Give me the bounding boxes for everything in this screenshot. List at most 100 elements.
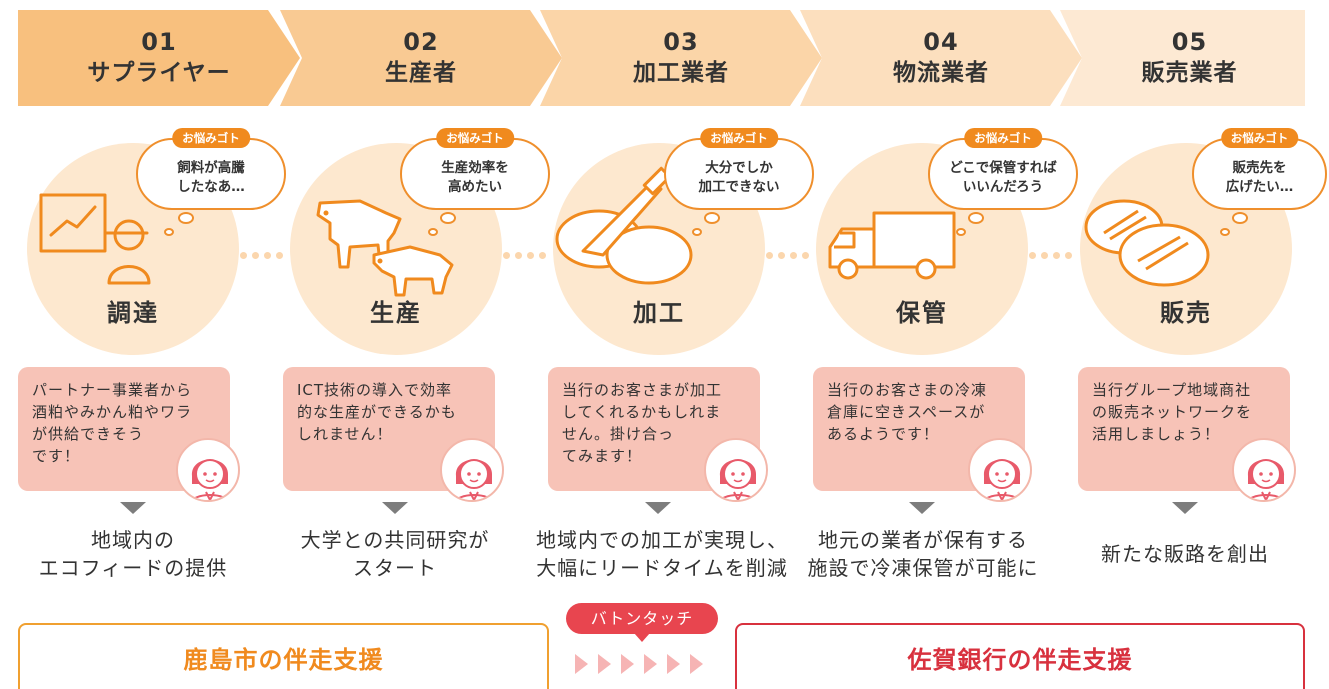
saga-bank-support-title: 佐賀銀行の伴走支援 (907, 646, 1133, 674)
step-number: 02 (403, 28, 439, 56)
outcome-text: 大学との共同研究が スタート (270, 526, 520, 582)
advice-line: 当行のお客さまの冷凍 (827, 381, 988, 399)
banker-avatar-icon (704, 438, 768, 502)
worry-tag: お悩みゴト (964, 128, 1042, 148)
worry-text-line: 大分でしか (705, 160, 773, 176)
thought-dot (178, 212, 194, 224)
chevron-shape (18, 10, 300, 106)
step-number: 04 (923, 28, 959, 56)
down-arrow-icon (1172, 502, 1198, 514)
chevron-shape (540, 10, 822, 106)
worry-text-line: 販売先を (1232, 160, 1287, 176)
down-arrow-icon (645, 502, 671, 514)
stage-label: 保管 (896, 299, 948, 327)
worry-bubble: お悩みゴト 販売先を広げたい… (1192, 128, 1327, 210)
step-chevron-4: 04 物流業者 (800, 10, 1082, 106)
chevron-right-icon (598, 654, 611, 674)
advice-line: あるようです！ (827, 425, 940, 443)
stage-label: 加工 (633, 299, 685, 327)
connector-dots (766, 244, 826, 259)
step-name: 加工業者 (633, 60, 729, 86)
worry-text-line: 高めたい (448, 179, 502, 195)
woman-face-icon (455, 459, 493, 500)
kashima-support-title: 鹿島市の伴走支援 (183, 646, 384, 674)
outcome-line: 大幅にリードタイムを削減 (536, 556, 788, 580)
advice-line: 当行のお客さまが加工 (562, 381, 723, 399)
thought-dot (704, 212, 720, 224)
worry-tag: お悩みゴト (172, 128, 250, 148)
advice-line: の販売ネットワークを (1092, 403, 1253, 421)
connector-dots (1029, 244, 1089, 259)
thought-dot (956, 228, 966, 236)
chevron-right-icon (621, 654, 634, 674)
advice-line: 当行グループ地域商社 (1092, 381, 1252, 399)
outcome-line: エコフィードの提供 (38, 556, 228, 580)
chevron-right-icon (575, 654, 588, 674)
connector-dots (240, 244, 300, 259)
outcome-text: 新たな販路を創出 (1060, 540, 1310, 568)
advice-line: です！ (32, 447, 81, 465)
advice-line: 活用しましょう！ (1092, 425, 1221, 443)
advice-line: パートナー事業者から (32, 381, 193, 399)
woman-face-icon (719, 459, 757, 500)
banker-avatar-icon (176, 438, 240, 502)
stage-label: 調達 (107, 299, 159, 327)
worry-tag: お悩みゴト (436, 128, 514, 148)
advice-line: 酒粕やみかん粕やワラ (32, 403, 193, 421)
down-arrow-icon (909, 502, 935, 514)
stage-circle-storage: 保管 (816, 143, 1028, 355)
banker-avatar-icon (440, 438, 504, 502)
advice-line: が供給できそう (32, 425, 145, 443)
banker-avatar-icon (968, 438, 1032, 502)
outcome-line: スタート (353, 556, 437, 580)
outcome-line: 地域内の (91, 528, 175, 552)
advice-line: 倉庫に空きスペースが (827, 403, 986, 421)
outcome-line: 地域内での加工が実現し、 (536, 528, 788, 552)
thought-dot (1232, 212, 1248, 224)
chevron-shape (1060, 10, 1305, 106)
handoff-arrows (575, 654, 703, 674)
down-arrow-icon (382, 502, 408, 514)
outcome-line: 大学との共同研究が (300, 528, 490, 552)
down-arrow-icon (120, 502, 146, 514)
step-name: 生産者 (385, 60, 457, 86)
steak-icon (1084, 199, 1210, 287)
woman-face-icon (1247, 459, 1285, 500)
baton-touch-label: バトンタッチ (566, 603, 718, 642)
thought-dot (164, 228, 174, 236)
worry-bubble: お悩みゴト 生産効率を高めたい (400, 128, 550, 210)
stage-label: 生産 (370, 299, 422, 327)
outcome-line: 新たな販路を創出 (1101, 542, 1269, 566)
worry-text-line: 広げたい… (1225, 179, 1294, 195)
chevron-right-icon (667, 654, 680, 674)
worry-bubble: お悩みゴト 大分でしか加工できない (664, 128, 814, 210)
worry-bubble: お悩みゴト どこで保管すればいいんだろう (928, 128, 1078, 210)
advice-line: してくれるかもしれま (562, 403, 722, 421)
worry-text-line: 飼料が高騰 (177, 160, 245, 176)
advice-line: せん。掛け合っ (562, 425, 675, 443)
cattle-icon (316, 199, 454, 297)
step-number: 01 (141, 28, 177, 56)
connector-dots (503, 244, 563, 259)
chevron-shape (280, 10, 562, 106)
truck-icon (828, 211, 956, 280)
worry-text-line: 加工できない (698, 179, 780, 195)
stage-circle-processing: 加工 (553, 143, 765, 355)
outcome-text: 地域内での加工が実現し、 大幅にリードタイムを削減 (532, 526, 792, 582)
thought-dot (968, 212, 984, 224)
step-name: 物流業者 (893, 60, 989, 86)
chevron-shape (800, 10, 1082, 106)
kashima-support-panel: 鹿島市の伴走支援 (18, 623, 549, 689)
saga-bank-support-panel: 佐賀銀行の伴走支援 (735, 623, 1305, 689)
thought-dot (1220, 228, 1230, 236)
outcome-line: 地元の業者が保有する (818, 528, 1028, 552)
thought-dot (692, 228, 702, 236)
advice-line: てみます！ (562, 447, 643, 465)
worry-text-line: したなあ… (177, 179, 245, 195)
outcome-text: 地元の業者が保有する 施設で冷凍保管が可能に (798, 526, 1048, 582)
advice-line: ICT技術の導入で効率 (297, 381, 453, 399)
supplier-chart-person-icon (39, 193, 151, 285)
worry-bubble: お悩みゴト 飼料が高騰したなあ… (136, 128, 286, 210)
